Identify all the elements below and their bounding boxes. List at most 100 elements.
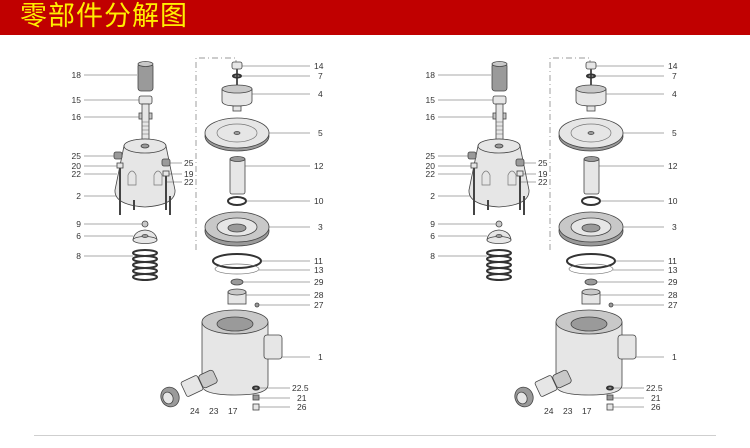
parts-diagram-copy: 18 15 16 25 20 22 2 25 19 22 9 6 8 14 7 … xyxy=(72,57,324,416)
label-6: 6 xyxy=(76,231,81,241)
label-21: 21 xyxy=(297,393,307,403)
part-6-disc xyxy=(132,229,158,244)
part-3-flange xyxy=(558,211,624,247)
part-13-ring xyxy=(568,263,614,275)
part-15-bolt-head xyxy=(138,95,153,105)
part-25-caps xyxy=(113,151,171,167)
label-5: 5 xyxy=(672,128,677,138)
part-27-ball xyxy=(608,302,614,308)
label-15: 15 xyxy=(426,95,436,105)
label-28: 28 xyxy=(314,290,324,300)
label-9: 9 xyxy=(76,219,81,229)
part-1-valve-body xyxy=(201,309,283,396)
label-14: 14 xyxy=(314,61,324,71)
part-15-bolt-head xyxy=(492,95,507,105)
label-10: 10 xyxy=(668,196,678,206)
label-21: 21 xyxy=(651,393,661,403)
label-3: 3 xyxy=(318,222,323,232)
part-9-ball xyxy=(141,220,149,228)
part-labels: 18 15 16 25 20 22 2 25 19 22 9 6 8 14 7 … xyxy=(426,61,678,416)
label-20: 20 xyxy=(426,161,436,171)
part-25-caps xyxy=(467,151,525,167)
label-4: 4 xyxy=(318,89,323,99)
part-6-disc xyxy=(486,229,512,244)
parts-24-23-17-fittings xyxy=(514,369,572,408)
label-25: 25 xyxy=(426,151,436,161)
part-20-19-22-screws xyxy=(116,162,170,210)
header-bar: 零部件分解图 xyxy=(0,0,750,35)
label-26: 26 xyxy=(297,402,307,412)
label-26: 26 xyxy=(651,402,661,412)
label-16: 16 xyxy=(72,112,82,122)
label-8: 8 xyxy=(430,251,435,261)
part-5-diaphragm-plate xyxy=(204,117,270,152)
leader-lines xyxy=(84,65,310,408)
part-28-piston xyxy=(227,288,247,305)
label-25: 25 xyxy=(72,151,82,161)
part-4-cup xyxy=(221,84,253,112)
part-16-threaded-stud xyxy=(138,103,153,141)
label-7: 7 xyxy=(672,71,677,81)
part-29-washer xyxy=(584,278,598,286)
label-13: 13 xyxy=(314,265,324,275)
part-labels: 18 15 16 25 20 22 2 25 19 22 9 6 8 14 7 … xyxy=(72,61,324,416)
part-28-piston xyxy=(581,288,601,305)
part-2-housing xyxy=(114,138,176,215)
part-16-threaded-stud xyxy=(492,103,507,141)
parts-24-23-17-fittings xyxy=(160,369,218,408)
label-6: 6 xyxy=(430,231,435,241)
label-12: 12 xyxy=(668,161,678,171)
label-19: 19 xyxy=(184,169,194,179)
part-9-ball xyxy=(495,220,503,228)
label-1: 1 xyxy=(318,352,323,362)
label-12: 12 xyxy=(314,161,324,171)
part-18-filter-cap xyxy=(491,61,508,92)
parts-diagram-copy: 18 15 16 25 20 22 2 25 19 22 9 6 8 14 7 … xyxy=(426,57,678,416)
label-28: 28 xyxy=(668,290,678,300)
label-27: 27 xyxy=(314,300,324,310)
parts-22.5-21-26-small xyxy=(606,385,614,411)
label-23: 23 xyxy=(563,406,573,416)
label-22: 22 xyxy=(538,177,548,187)
label-2: 2 xyxy=(430,191,435,201)
label-22.5: 22.5 xyxy=(292,383,309,393)
label-22.5: 22.5 xyxy=(646,383,663,393)
label-5: 5 xyxy=(318,128,323,138)
label-2: 2 xyxy=(76,191,81,201)
label-17: 17 xyxy=(228,406,238,416)
part-10-o-ring xyxy=(227,196,247,206)
part-4-cup xyxy=(575,84,607,112)
label-24: 24 xyxy=(544,406,554,416)
label-13: 13 xyxy=(668,265,678,275)
assembly-dash-line xyxy=(195,57,237,250)
part-3-flange xyxy=(204,211,270,247)
part-8-spring xyxy=(132,249,158,281)
part-8-spring xyxy=(486,249,512,281)
label-15: 15 xyxy=(72,95,82,105)
label-4: 4 xyxy=(672,89,677,99)
label-17: 17 xyxy=(582,406,592,416)
part-13-ring xyxy=(214,263,260,275)
label-29: 29 xyxy=(314,277,324,287)
label-18: 18 xyxy=(426,70,436,80)
label-25: 25 xyxy=(184,158,194,168)
part-5-diaphragm-plate xyxy=(558,117,624,152)
part-20-19-22-screws xyxy=(470,162,524,210)
part-12-tube xyxy=(229,156,246,195)
label-23: 23 xyxy=(209,406,219,416)
assembly-dash-line xyxy=(549,57,591,250)
label-19: 19 xyxy=(538,169,548,179)
label-1: 1 xyxy=(672,352,677,362)
label-14: 14 xyxy=(668,61,678,71)
part-18-filter-cap xyxy=(137,61,154,92)
part-12-tube xyxy=(583,156,600,195)
label-11: 11 xyxy=(314,256,323,266)
label-27: 27 xyxy=(668,300,678,310)
footer-divider xyxy=(34,435,716,436)
label-10: 10 xyxy=(314,196,324,206)
label-3: 3 xyxy=(672,222,677,232)
label-22: 22 xyxy=(426,169,436,179)
label-22: 22 xyxy=(184,177,194,187)
label-24: 24 xyxy=(190,406,200,416)
